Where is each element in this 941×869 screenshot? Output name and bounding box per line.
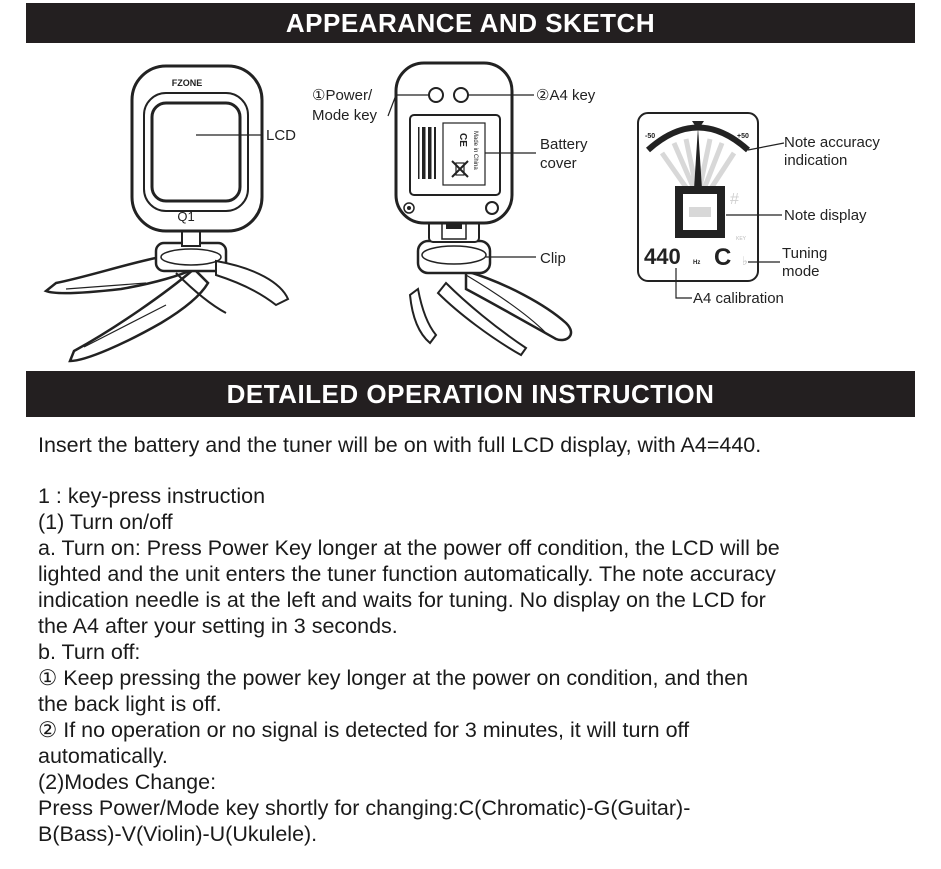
note-accuracy-label-2: indication — [784, 152, 847, 169]
flat-symbol: ♭ — [742, 254, 748, 268]
hz-unit: Hz — [693, 260, 700, 266]
model-label: Q1 — [177, 209, 194, 224]
instruction-line: (1) Turn on/off — [38, 510, 173, 534]
tuning-mode-label-2: mode — [782, 263, 820, 280]
instruction-line: ② If no operation or no signal is detect… — [38, 718, 690, 742]
tuner-back-view: CE Made in China ①Power/ Mode key ②A4 ke… — [312, 61, 596, 357]
recycle-bin-icon — [451, 160, 469, 178]
instruction-line: ① Keep pressing the power key longer at … — [38, 666, 749, 690]
instruction-line: a. Turn on: Press Power Key longer at th… — [38, 536, 780, 560]
battery-cover-label-2: cover — [540, 155, 577, 172]
power-mode-key-label-2: Mode key — [312, 107, 378, 124]
made-in-text: Made in China — [472, 131, 478, 170]
tuner-front-view: FZONE Q1 LCD — [43, 64, 296, 363]
ce-mark: CE — [457, 133, 468, 147]
lcd-detail: -50 +50 # 440 Hz C KEY ♭ Note accuracy i… — [637, 112, 880, 307]
note-accuracy-label-1: Note accuracy — [784, 134, 880, 151]
key-indicator: KEY — [736, 236, 747, 242]
instruction-line: the A4 after your setting in 3 seconds. — [38, 614, 398, 638]
instruction-line: automatically. — [38, 744, 168, 768]
note-display-label: Note display — [784, 207, 867, 224]
instruction-line: lighted and the unit enters the tuner fu… — [38, 562, 776, 586]
instruction-line: Press Power/Mode key shortly for changin… — [38, 796, 691, 820]
calibration-readout: 440 — [644, 244, 681, 269]
scale-max-label: +50 — [737, 133, 749, 140]
tuner-sketch-diagram: FZONE Q1 LCD CE Made in China — [43, 61, 880, 363]
instruction-line: 1 : key-press instruction — [38, 484, 266, 508]
instruction-line: (2)Modes Change: — [38, 770, 217, 794]
intro-paragraph: Insert the battery and the tuner will be… — [38, 433, 762, 457]
power-mode-key-label-1: ①Power/ — [312, 87, 373, 104]
instruction-line: indication needle is at the left and wai… — [38, 588, 766, 612]
scale-min-label: -50 — [645, 133, 655, 140]
mode-readout: C — [714, 244, 731, 271]
sharp-symbol: # — [730, 191, 739, 208]
appearance-section-title: APPEARANCE AND SKETCH — [26, 3, 915, 43]
instruction-line: the back light is off. — [38, 692, 222, 716]
brand-logo-text: FZONE — [172, 78, 203, 88]
battery-cover-label-1: Battery — [540, 136, 588, 153]
clip-label: Clip — [540, 250, 566, 267]
tuning-mode-label-1: Tuning — [782, 245, 827, 262]
a4-calibration-label: A4 calibration — [693, 290, 784, 307]
lcd-label: LCD — [266, 127, 296, 144]
operation-section-title: DETAILED OPERATION INSTRUCTION — [26, 371, 915, 417]
a4-key-label: ②A4 key — [536, 87, 596, 104]
instruction-text: 1 : key-press instruction (1) Turn on/of… — [38, 483, 918, 847]
instruction-line: b. Turn off: — [38, 640, 141, 664]
instruction-line: B(Bass)-V(Violin)-U(Ukulele). — [38, 822, 318, 846]
